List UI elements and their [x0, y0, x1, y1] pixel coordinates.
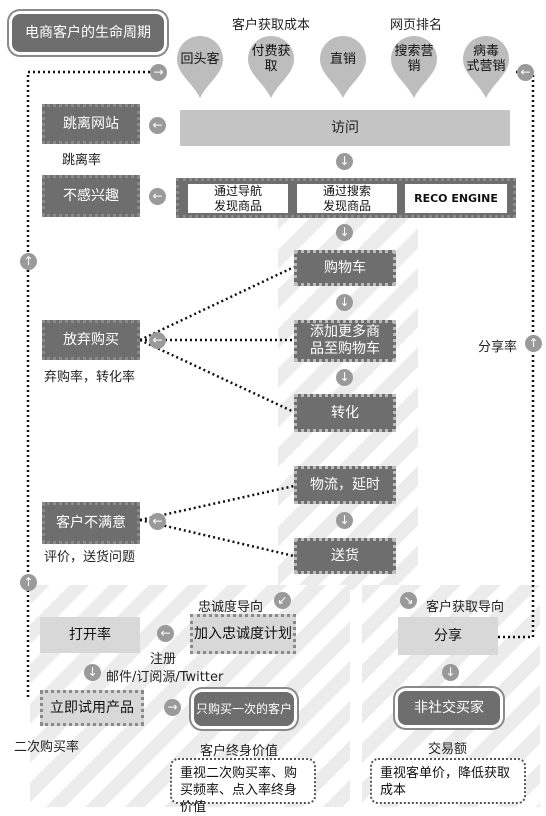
channel-returning: 回头客 — [175, 34, 237, 98]
unsatisfied-label: 客户不满意 — [56, 514, 126, 531]
one-time-box: 只购买一次的客户 — [194, 692, 294, 726]
arrow-up-icon: ↑ — [525, 335, 542, 352]
not-interested-label: 不感兴趣 — [63, 187, 119, 204]
arrow-down-icon: ↓ — [336, 294, 353, 311]
bounce-box: 跳离网站 — [42, 104, 140, 144]
abandon-rate-label: 弃购率，转化率 — [44, 370, 136, 385]
channel-label: 病毒 式营销 — [466, 44, 506, 74]
open-rate-box: 打开率 — [40, 617, 140, 653]
arrow-left-icon: ← — [149, 513, 166, 530]
loyalty-orientation-label: 忠诚度导向 — [198, 600, 264, 615]
arrow-left-icon: ← — [149, 188, 166, 205]
channel-label: 直销 — [329, 51, 356, 67]
register-label: 注册 — [150, 652, 177, 667]
share-rate-label: 分享率 — [478, 340, 518, 355]
add-more-box: 添加更多商 品至购物车 — [294, 320, 396, 362]
abandon-label: 放弃购买 — [63, 331, 119, 348]
discovery-label: 通过搜索 发现商品 — [322, 183, 371, 213]
diagram-title-text: 电商客户的生命周期 — [25, 24, 151, 41]
arrow-down-icon: ↓ — [336, 153, 353, 170]
not-interested-box: 不感兴趣 — [42, 175, 140, 217]
cart-label: 购物车 — [324, 259, 366, 276]
visit-label: 访问 — [331, 119, 359, 136]
acquisition-orientation-label: 客户获取导向 — [426, 600, 505, 615]
channel-direct: 直销 — [318, 34, 380, 98]
volume-note: 重视客单价，降低获取成本 — [370, 758, 526, 804]
discovery-label: 通过导航 发现商品 — [213, 183, 262, 213]
share-label: 分享 — [434, 627, 462, 644]
logistics-box: 物流，延时 — [294, 466, 396, 504]
delivery-box: 送货 — [294, 538, 396, 574]
non-social-label: 非社交买家 — [414, 699, 484, 716]
logistics-label: 物流，延时 — [310, 476, 380, 493]
subscription-channels-label: 邮件/订阅源/Twitter — [106, 670, 224, 685]
ltv-note-text: 重视二次购买率、购买频率、点入率终身价值 — [180, 766, 298, 815]
arrow-down-left-icon: ↙ — [274, 592, 291, 609]
convert-label: 转化 — [331, 404, 359, 421]
drop-shape — [463, 36, 509, 98]
channel-search: 搜索营销 — [389, 34, 451, 98]
open-rate-label: 打开率 — [69, 626, 111, 643]
bounce-label: 跳离网站 — [63, 115, 119, 132]
arrow-right-icon: → — [164, 699, 181, 716]
channel-paid: 付费获取 — [246, 34, 308, 98]
trial-label: 立即试用产品 — [50, 699, 134, 716]
convert-box: 转化 — [294, 394, 396, 432]
arrow-down-icon: ↓ — [336, 512, 353, 529]
arrow-down-icon: ↓ — [442, 664, 459, 681]
channel-viral: 病毒 式营销 — [461, 34, 523, 98]
ltv-note: 重视二次购买率、购买频率、点入率终身价值 — [170, 758, 316, 815]
drop-shape — [320, 36, 366, 98]
review-label: 评价，送货问题 — [44, 550, 136, 565]
diagram-title: 电商客户的生命周期 — [12, 14, 164, 52]
channel-label: 付费获取 — [251, 44, 291, 74]
channel-label: 回头客 — [180, 51, 220, 67]
page-rank-label: 网页排名 — [390, 18, 443, 33]
discovery-navigation: 通过导航 发现商品 — [188, 184, 288, 213]
channel-label: 搜索营销 — [394, 44, 434, 74]
arrow-up-icon: ↑ — [20, 253, 37, 270]
discovery-reco-engine: RECO ENGINE — [405, 184, 507, 213]
arrow-left-icon: ← — [157, 625, 174, 642]
arrow-left-icon: ← — [149, 117, 166, 134]
add-more-label: 添加更多商 品至购物车 — [310, 324, 380, 357]
visit-box: 访问 — [180, 110, 510, 146]
cart-box: 购物车 — [294, 250, 396, 286]
discovery-search: 通过搜索 发现商品 — [297, 184, 397, 213]
arrow-down-icon: ↓ — [336, 369, 353, 386]
discovery-label: RECO ENGINE — [414, 192, 498, 205]
arrow-left-icon: ← — [149, 332, 166, 349]
non-social-box: 非社交买家 — [398, 691, 500, 725]
bounce-rate-label: 跳离率 — [62, 153, 102, 168]
arrow-up-icon: ↑ — [20, 574, 37, 591]
one-time-label: 只购买一次的客户 — [195, 701, 292, 716]
arrow-left-icon: ← — [517, 64, 534, 81]
ltv-label: 客户终身价值 — [200, 744, 279, 759]
abandon-box: 放弃购买 — [42, 320, 140, 360]
volume-note-text: 重视客单价，降低获取成本 — [380, 766, 511, 798]
trial-box: 立即试用产品 — [40, 690, 144, 726]
loyalty-program-label: 加入忠诚度计划 — [194, 625, 292, 642]
arrow-right-icon: → — [150, 64, 167, 81]
volume-label: 交易额 — [428, 742, 468, 757]
delivery-label: 送货 — [331, 547, 359, 564]
repeat-rate-label: 二次购买率 — [14, 740, 80, 755]
drop-shape — [391, 36, 437, 98]
loyalty-program-box: 加入忠诚度计划 — [190, 614, 296, 654]
acquisition-cost-label: 客户获取成本 — [232, 18, 311, 33]
drop-shape — [177, 36, 223, 98]
drop-shape — [248, 36, 294, 98]
arrow-down-icon: ↓ — [84, 664, 101, 681]
arrow-down-right-icon: ↘ — [400, 592, 417, 609]
unsatisfied-box: 客户不满意 — [42, 502, 140, 544]
arrow-down-icon: ↓ — [336, 224, 353, 241]
share-box: 分享 — [398, 617, 498, 655]
